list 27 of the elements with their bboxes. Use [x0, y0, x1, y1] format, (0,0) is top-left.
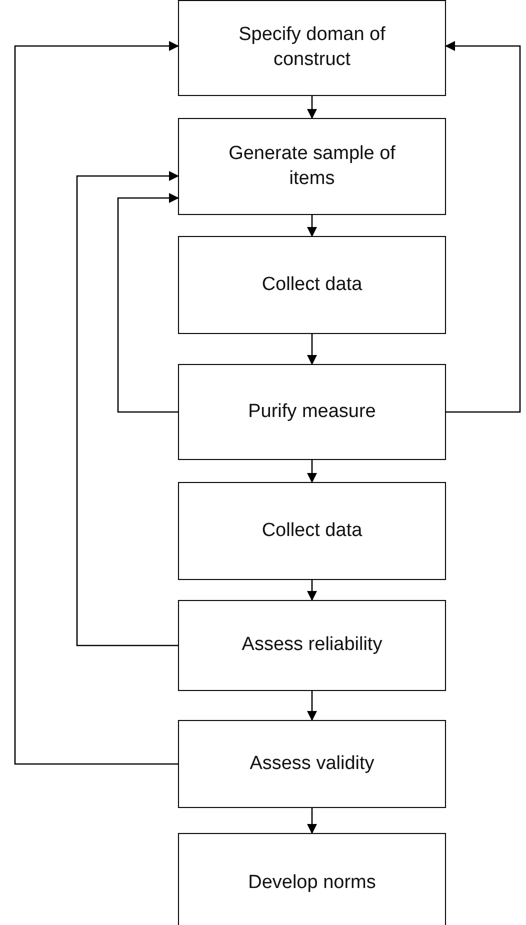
arrow [445, 41, 521, 413]
box-label: Assess reliability [242, 633, 382, 658]
process-box [178, 364, 446, 460]
process-box [178, 720, 446, 808]
box-label: Assess validity [250, 752, 374, 776]
arrow [307, 334, 317, 365]
process-box [178, 833, 446, 925]
arrow [307, 580, 317, 601]
box-label: Purify measure [248, 400, 376, 424]
arrow [307, 215, 317, 237]
process-box [178, 0, 446, 96]
arrow [307, 96, 317, 119]
box-label: Develop norms [248, 870, 376, 895]
arrow [307, 808, 317, 834]
box-label: Generate sample of items [228, 142, 396, 190]
arrow [307, 460, 317, 483]
arrow [307, 691, 317, 721]
process-box [178, 600, 446, 691]
process-box [178, 482, 446, 580]
box-label: Specify doman of construct [238, 23, 386, 72]
box-label: Collect data [262, 518, 362, 543]
process-box [178, 236, 446, 334]
arrow [14, 41, 179, 765]
process-box [178, 118, 446, 215]
arrow [117, 193, 179, 413]
box-label: Collect data [262, 272, 362, 297]
arrow [76, 171, 179, 646]
